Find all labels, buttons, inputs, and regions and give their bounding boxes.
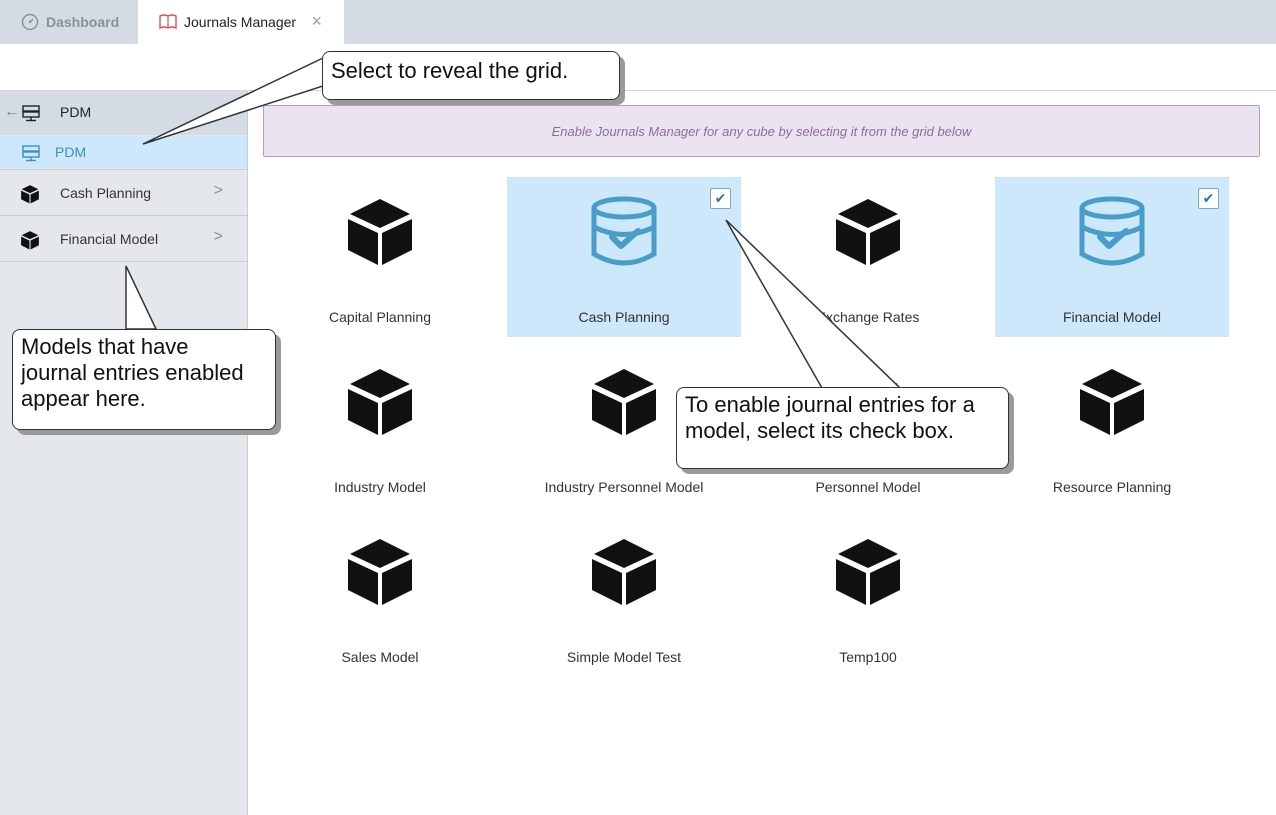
sidebar-item-pdm-label: PDM xyxy=(55,144,87,160)
cube-tile-label: Financial Model xyxy=(1062,309,1162,325)
callout-text: appear here. xyxy=(21,386,146,411)
cube-tile[interactable]: Financial Model ✔ xyxy=(995,177,1229,337)
cube-icon xyxy=(20,184,40,207)
cube-tile-label: Temp100 xyxy=(839,649,897,665)
sidebar-item-cash-planning[interactable]: Cash Planning > xyxy=(0,169,247,215)
cube-tile-label: Exchange Rates xyxy=(816,309,920,325)
cube-tile[interactable]: Cash Planning ✔ xyxy=(507,177,741,337)
callout-text: Models that have xyxy=(21,334,189,359)
sidebar-header-label: PDM xyxy=(60,104,92,120)
back-arrow-icon[interactable]: ← xyxy=(4,103,20,120)
cube-tile[interactable]: Simple Model Test xyxy=(507,517,741,677)
callout-text: To enable journal entries for a xyxy=(685,392,975,417)
server-icon xyxy=(22,104,40,125)
cube-tile-label: Cash Planning xyxy=(578,309,670,325)
callout-text: model, select its check box. xyxy=(685,418,955,443)
cube-icon xyxy=(834,195,902,267)
cube-tile-label: Simple Model Test xyxy=(566,649,682,665)
toolbar xyxy=(0,44,1276,91)
tab-journals-label: Journals Manager xyxy=(184,14,297,30)
sidebar-header[interactable]: ← PDM xyxy=(0,91,247,135)
cube-tile[interactable]: Industry Personnel Model xyxy=(507,347,741,507)
callout-enable-checkbox: To enable journal entries for a model, s… xyxy=(676,387,1009,469)
sidebar-divider xyxy=(0,261,247,262)
cube-tile[interactable]: Temp100 xyxy=(751,517,985,677)
close-tab-icon[interactable]: × xyxy=(311,11,322,31)
cube-tile[interactable]: Exchange Rates xyxy=(751,177,985,337)
cube-icon xyxy=(590,535,658,607)
cube-tile-label: Personnel Model xyxy=(815,479,921,495)
database-check-icon xyxy=(590,195,658,267)
cube-tile-label: Capital Planning xyxy=(329,309,431,325)
tab-bar: Dashboard Journals Manager × xyxy=(0,0,1276,44)
info-banner: Enable Journals Manager for any cube by … xyxy=(263,105,1260,157)
database-check-icon xyxy=(1078,195,1146,267)
cube-icon xyxy=(346,195,414,267)
cube-icon xyxy=(20,230,40,253)
sidebar: ← PDM PDM Cash Planning > Financial Mode… xyxy=(0,91,248,815)
server-icon xyxy=(22,144,40,165)
enable-checkbox[interactable]: ✔ xyxy=(1198,188,1219,209)
tab-dashboard-label: Dashboard xyxy=(46,14,120,30)
callout-reveal-grid: Select to reveal the grid. xyxy=(322,51,620,100)
cube-tile-label: Industry Model xyxy=(334,479,426,495)
callout-models-enabled: Models that have journal entries enabled… xyxy=(12,329,276,430)
cube-icon xyxy=(1078,365,1146,437)
cube-icon xyxy=(346,365,414,437)
sidebar-item-label: Financial Model xyxy=(60,231,159,247)
chevron-right-icon[interactable]: > xyxy=(213,182,223,199)
tab-journals-manager[interactable]: Journals Manager × xyxy=(138,0,344,44)
callout-text: journal entries enabled xyxy=(21,360,244,385)
cube-tile-label: Resource Planning xyxy=(1052,479,1172,495)
sidebar-item-financial-model[interactable]: Financial Model > xyxy=(0,215,247,261)
cube-icon xyxy=(834,535,902,607)
cube-tile-label: Industry Personnel Model xyxy=(544,479,704,495)
tab-dashboard[interactable]: Dashboard xyxy=(0,0,138,44)
sidebar-item-label: Cash Planning xyxy=(60,185,152,201)
callout-text: Select to reveal the grid. xyxy=(331,58,569,83)
cube-icon xyxy=(346,535,414,607)
gauge-icon xyxy=(20,12,40,32)
book-icon xyxy=(158,12,178,32)
chevron-right-icon[interactable]: > xyxy=(213,228,223,245)
cube-icon xyxy=(590,365,658,437)
cube-tile-label: Sales Model xyxy=(341,649,419,665)
cube-tile[interactable]: Capital Planning xyxy=(263,177,497,337)
cube-tile[interactable]: Industry Model xyxy=(263,347,497,507)
enable-checkbox[interactable]: ✔ xyxy=(710,188,731,209)
cube-tile[interactable]: Sales Model xyxy=(263,517,497,677)
cube-tile[interactable]: Resource Planning xyxy=(995,347,1229,507)
sidebar-item-pdm[interactable]: PDM xyxy=(0,136,247,168)
